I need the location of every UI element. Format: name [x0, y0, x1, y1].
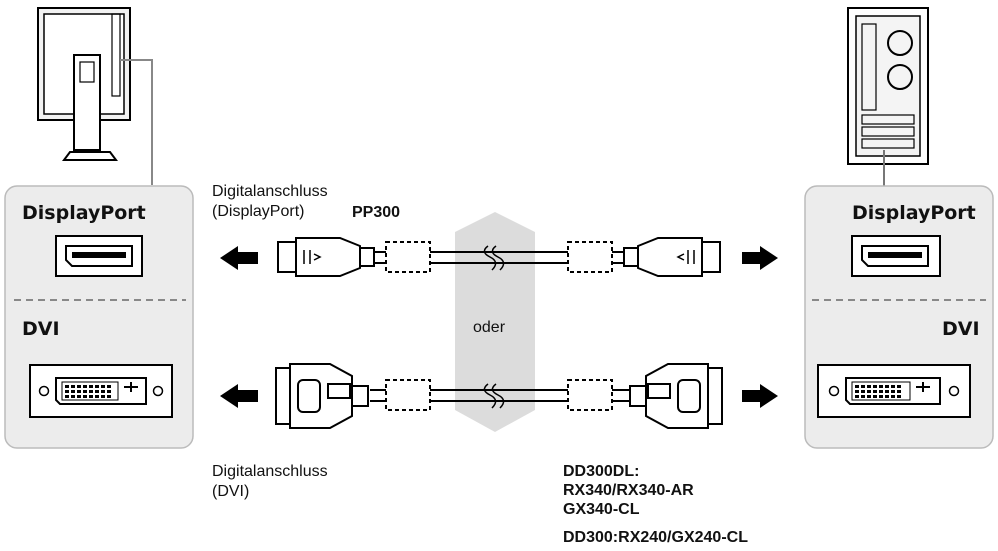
dp-cable-model: PP300 — [352, 204, 401, 221]
right-dvi-label: DVI — [942, 318, 980, 340]
dvi-port-icon — [29, 364, 173, 418]
monitor-icon — [37, 7, 153, 185]
dd300dl-title: DD300DL: — [563, 463, 640, 480]
left-panel — [4, 185, 194, 449]
dp-caption-line2: (DisplayPort) — [212, 203, 305, 220]
displayport-port-icon — [851, 235, 941, 277]
arrow-right-icon — [742, 384, 778, 408]
dvi-port-icon — [817, 364, 971, 418]
dp-caption-line1: Digitalanschluss — [212, 183, 328, 200]
arrow-left-icon — [220, 246, 258, 270]
arrow-right-icon — [742, 246, 778, 270]
dd300-models: DD300:RX240/GX240-CL — [563, 529, 748, 546]
displayport-port-icon — [55, 235, 143, 277]
right-displayport-label: DisplayPort — [852, 202, 976, 224]
or-divider-shape — [455, 212, 535, 432]
dd300dl-models-2: GX340-CL — [563, 501, 640, 518]
left-displayport-label: DisplayPort — [22, 202, 146, 224]
dd300dl-models-1: RX340/RX340-AR — [563, 482, 694, 499]
or-label: oder — [473, 319, 506, 336]
dvi-caption-line2: (DVI) — [212, 483, 250, 500]
dvi-caption-line1: Digitalanschluss — [212, 463, 328, 480]
left-dvi-label: DVI — [22, 318, 60, 340]
displayport-cable-icon — [277, 237, 721, 277]
dvi-cable-icon — [275, 363, 723, 429]
arrow-left-icon — [220, 384, 258, 408]
right-panel — [804, 185, 994, 449]
pc-tower-icon — [847, 7, 929, 186]
